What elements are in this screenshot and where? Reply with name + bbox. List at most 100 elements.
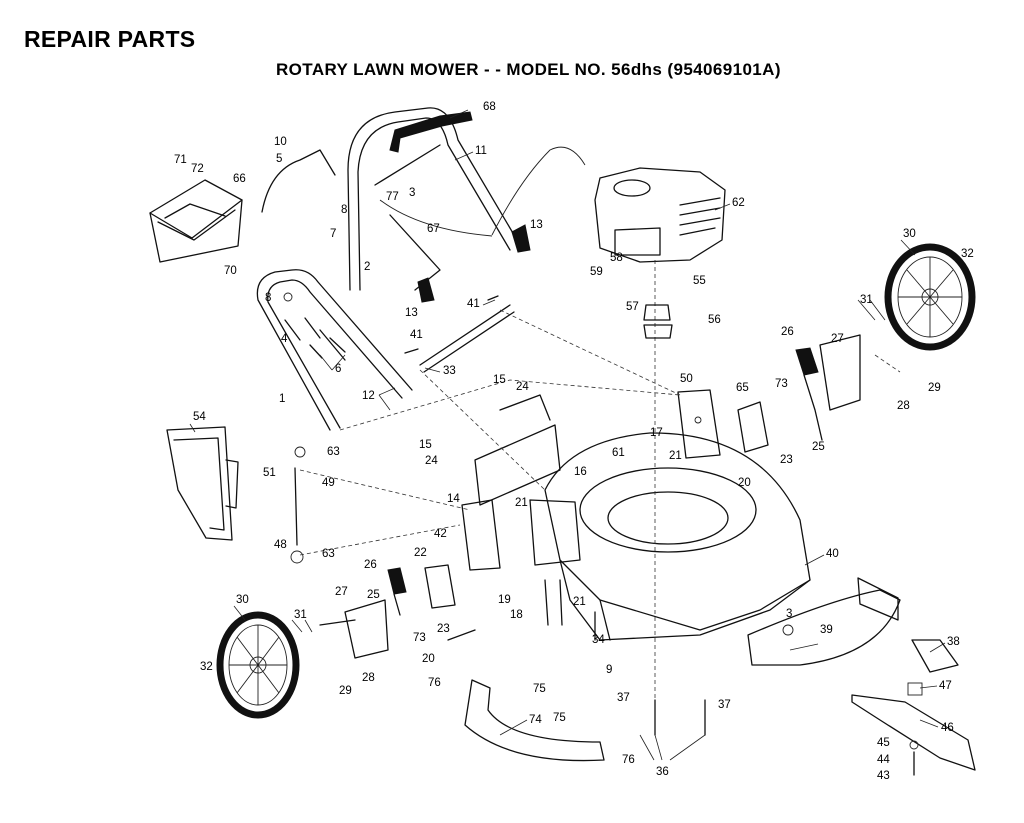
callout-31: 31 [294,609,307,621]
callout-48: 48 [274,539,287,551]
callout-57: 57 [626,301,639,313]
callout-26: 26 [781,326,794,338]
callout-76: 76 [622,754,635,766]
height-adjuster-65 [737,401,769,453]
throttle-cable-10 [261,149,336,213]
callout-6: 6 [335,363,341,375]
callout-26: 26 [364,559,377,571]
callout-56: 56 [708,314,721,326]
callout-36: 36 [656,766,669,778]
callout-72: 72 [191,163,204,175]
callout-44: 44 [877,754,890,766]
callout-31: 31 [860,294,873,306]
callout-33: 33 [443,365,456,377]
misc-screws [404,295,794,736]
axle-bracket-27-right [819,334,861,411]
callout-15: 15 [419,439,432,451]
callout-75: 75 [533,683,546,695]
callout-3: 3 [409,187,415,199]
callout-32: 32 [200,661,213,673]
callout-42: 42 [434,528,447,540]
hardware-bolts [283,292,346,564]
callout-19: 19 [498,594,511,606]
callout-37: 37 [718,699,731,711]
callout-4: 4 [281,333,288,345]
height-adjuster-22 [424,564,456,609]
callout-8: 8 [341,204,347,216]
callout-63: 63 [322,548,335,560]
callout-49: 49 [322,477,335,489]
assembly-guide-lines [299,309,901,556]
rear-door-66 [149,179,243,263]
callout-28: 28 [897,400,910,412]
callout-28: 28 [362,672,375,684]
callout-23: 23 [437,623,450,635]
callout-13: 13 [530,219,543,231]
callout-39: 39 [820,624,833,636]
engine-62 [594,167,726,263]
bracket-42 [529,499,581,566]
blade-adapter-38 [911,639,959,673]
control-cable [379,146,586,237]
callout-67: 67 [427,223,440,235]
callout-labels: 1 2 3 3 4 5 6 7 8 8 9 10 11 12 13 13 14 … [174,101,974,782]
callout-70: 70 [224,265,237,277]
callout-55: 55 [693,275,706,287]
callout-65: 65 [736,382,749,394]
lower-handle [256,269,413,431]
callout-50: 50 [680,373,693,385]
callout-58: 58 [610,252,623,264]
callout-30: 30 [903,228,916,240]
callout-43: 43 [877,770,890,782]
callout-66: 66 [233,173,246,185]
callout-18: 18 [510,609,523,621]
callout-11: 11 [475,145,487,157]
blade-46 [851,694,976,771]
model-subtitle: ROTARY LAWN MOWER - - MODEL NO. 56dhs (9… [276,60,781,79]
callout-45: 45 [877,737,890,749]
callout-15: 15 [493,374,506,386]
callout-20: 20 [738,477,751,489]
upper-handle [347,107,521,291]
callout-3: 3 [786,608,792,620]
callout-30: 30 [236,594,249,606]
callout-51: 51 [263,467,276,479]
leader-lines [189,109,946,761]
callout-29: 29 [339,685,352,697]
callout-24: 24 [425,455,438,467]
callout-25: 25 [812,441,825,453]
callout-73: 73 [413,632,426,644]
callout-13: 13 [405,307,418,319]
axle-bracket-27-left [319,599,389,659]
callout-34: 34 [592,634,605,646]
callout-21: 21 [573,596,586,608]
wheel-30-left [216,611,300,719]
callout-77: 77 [386,191,399,203]
height-adjuster-50 [677,389,721,459]
callout-23: 23 [780,454,793,466]
callout-73: 73 [775,378,788,390]
callout-54: 54 [193,411,206,423]
callout-21: 21 [669,450,682,462]
engine-shaft [643,260,673,700]
callout-17: 17 [650,427,663,439]
callout-1: 1 [279,393,285,405]
rear-axle-33 [419,304,515,373]
callout-38: 38 [947,636,960,648]
handle-grip [389,111,473,153]
callout-24: 24 [516,381,529,393]
callout-25: 25 [367,589,380,601]
callout-37: 37 [617,692,630,704]
callout-16: 16 [574,466,587,478]
callout-12: 12 [362,390,375,402]
page-title: REPAIR PARTS [24,26,196,52]
callout-76: 76 [428,677,441,689]
callout-5: 5 [276,153,282,165]
callout-20: 20 [422,653,435,665]
callout-27: 27 [831,333,844,345]
callout-46: 46 [941,722,954,734]
callout-7: 7 [330,228,336,240]
callout-10: 10 [274,136,287,148]
callout-32: 32 [961,248,974,260]
